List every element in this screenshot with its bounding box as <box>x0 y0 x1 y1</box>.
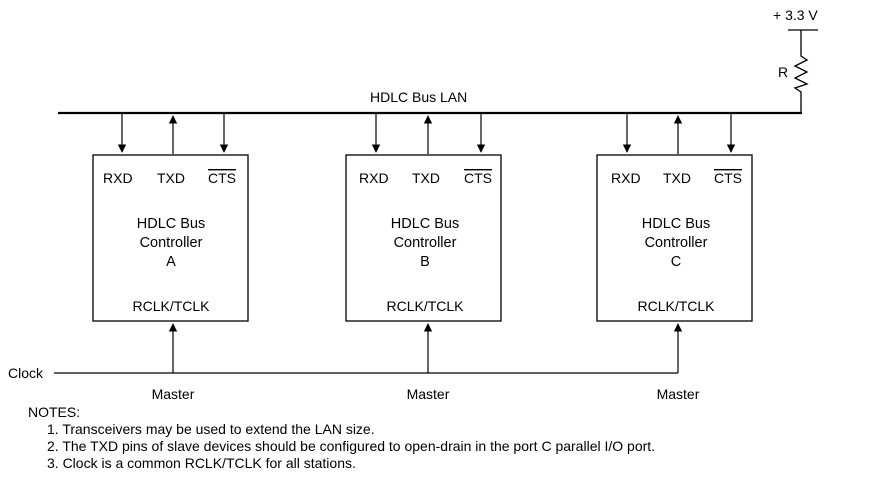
controller-title-line2: Controller <box>394 235 457 251</box>
role-label: Master <box>152 386 195 402</box>
controller-a: RXD TXD CTS HDLC Bus Controller A RCLK/T… <box>92 114 249 402</box>
note-item: 2. The TXD pins of slave devices should … <box>47 438 656 454</box>
controller-id: A <box>166 254 176 270</box>
role-label: Master <box>407 386 450 402</box>
supply-voltage-label: + 3.3 V <box>773 7 818 23</box>
controller-id: C <box>671 254 681 270</box>
role-label: Master <box>657 386 700 402</box>
clock-label: Clock <box>8 365 44 381</box>
bus-label: HDLC Bus LAN <box>370 89 467 105</box>
controller-box <box>92 154 249 322</box>
pin-rxd: RXD <box>103 170 133 186</box>
controller-title-line2: Controller <box>140 235 203 251</box>
notes-heading: NOTES: <box>28 404 81 420</box>
controller-box <box>596 154 753 322</box>
resistor-label: R <box>778 64 788 80</box>
controller-b: RXD TXD CTS HDLC Bus Controller B RCLK/T… <box>345 114 502 402</box>
pin-rclk-tclk: RCLK/TCLK <box>386 298 464 314</box>
pin-rclk-tclk: RCLK/TCLK <box>132 298 210 314</box>
pin-cts: CTS <box>714 170 742 186</box>
pin-cts: CTS <box>464 170 492 186</box>
pin-txd: TXD <box>663 170 691 186</box>
controller-title-line1: HDLC Bus <box>137 216 206 232</box>
pin-rxd: RXD <box>611 170 641 186</box>
notes-section: NOTES: 1. Transceivers may be used to ex… <box>28 404 655 472</box>
controller-title-line1: HDLC Bus <box>391 216 460 232</box>
note-item: 3. Clock is a common RCLK/TCLK for all s… <box>47 455 356 471</box>
pin-cts: CTS <box>208 170 236 186</box>
note-item: 1. Transceivers may be used to extend th… <box>47 421 375 437</box>
controller-title-line2: Controller <box>645 235 708 251</box>
pin-rclk-tclk: RCLK/TCLK <box>637 298 715 314</box>
controller-id: B <box>420 254 430 270</box>
controller-title-line1: HDLC Bus <box>642 216 711 232</box>
controller-box <box>345 154 502 322</box>
pin-rxd: RXD <box>359 170 389 186</box>
controller-c: RXD TXD CTS HDLC Bus Controller C RCLK/T… <box>596 114 753 402</box>
pullup-resistor <box>793 30 809 113</box>
pin-txd: TXD <box>412 170 440 186</box>
pin-txd: TXD <box>157 170 185 186</box>
notes-list: 1. Transceivers may be used to extend th… <box>28 421 655 472</box>
